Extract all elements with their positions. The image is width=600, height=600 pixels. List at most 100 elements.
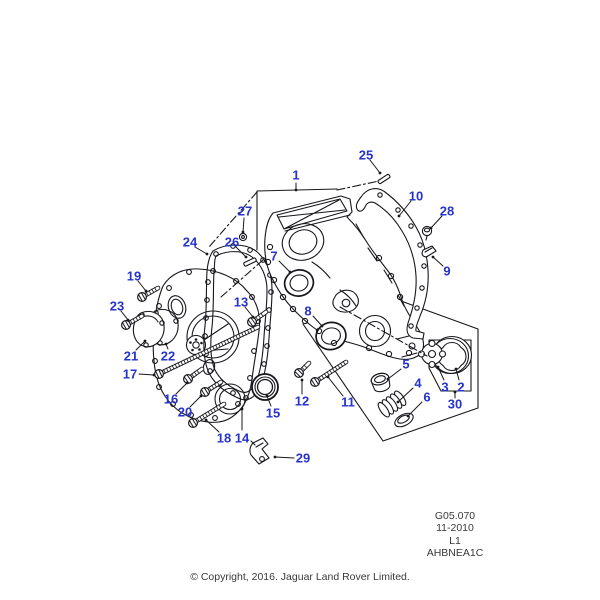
callout-16[interactable]: 16 bbox=[164, 392, 178, 407]
inner-rotor bbox=[417, 339, 447, 369]
valve-spring bbox=[377, 390, 407, 418]
callout-2[interactable]: 2 bbox=[457, 380, 464, 395]
callout-18[interactable]: 18 bbox=[217, 431, 231, 446]
leader-line-27 bbox=[242, 217, 245, 233]
callout-26[interactable]: 26 bbox=[225, 235, 239, 250]
grommet-28 bbox=[421, 225, 433, 241]
callout-14[interactable]: 14 bbox=[235, 431, 250, 446]
bolt-part-18 bbox=[188, 401, 227, 429]
drawing-sheet: L1 bbox=[449, 534, 461, 547]
bolt-part-20 bbox=[200, 379, 224, 398]
alignment-dashdot-left bbox=[208, 191, 258, 248]
aux-seal bbox=[315, 321, 347, 351]
alignment-dashdot-pump bbox=[339, 306, 428, 357]
camshaft-seal bbox=[283, 269, 315, 297]
drawing-reference-block: G05.070 11-2010 L1 AHBNEA1C bbox=[403, 510, 507, 560]
callout-22[interactable]: 22 bbox=[161, 349, 175, 364]
crank-seal-part bbox=[251, 373, 279, 401]
callout-30[interactable]: 30 bbox=[448, 397, 462, 412]
bolt-part-17 bbox=[154, 324, 261, 380]
callout-13[interactable]: 13 bbox=[234, 295, 248, 310]
callout-28[interactable]: 28 bbox=[440, 204, 454, 219]
leader-line-13 bbox=[244, 306, 254, 318]
leader-line-23 bbox=[120, 310, 129, 321]
callout-8[interactable]: 8 bbox=[304, 304, 311, 319]
crank-opening bbox=[214, 383, 246, 415]
oil-pump-rotors bbox=[417, 335, 473, 375]
drawing-number: G05.070 bbox=[434, 510, 476, 522]
leader-line-19 bbox=[137, 280, 147, 292]
leader-line-15 bbox=[266, 395, 272, 407]
leader-line-3 bbox=[437, 366, 445, 381]
callout-15[interactable]: 15 bbox=[266, 406, 280, 421]
callout-27[interactable]: 27 bbox=[238, 204, 252, 219]
leader-line-24 bbox=[194, 246, 208, 255]
callout-21[interactable]: 21 bbox=[124, 349, 138, 364]
leader-line-21 bbox=[135, 340, 146, 351]
oil-pump-bore bbox=[358, 314, 392, 348]
callout-25[interactable]: 25 bbox=[359, 148, 373, 163]
leader-line-28 bbox=[430, 215, 443, 229]
pressure-valve-plug bbox=[370, 372, 391, 393]
leader-line-25 bbox=[369, 159, 381, 174]
callout-5[interactable]: 5 bbox=[402, 357, 409, 372]
washer-27 bbox=[238, 232, 248, 242]
leader-line-26 bbox=[235, 246, 247, 258]
bolt-part-13 bbox=[247, 309, 269, 328]
alignment-dashdot-mid bbox=[220, 259, 264, 298]
dowel-pin-26 bbox=[243, 257, 257, 267]
leader-line-6 bbox=[407, 401, 423, 417]
leader-line-17 bbox=[138, 373, 155, 376]
callout-12[interactable]: 12 bbox=[295, 394, 309, 409]
copyright-notice: © Copyright, 2016. Jaguar Land Rover Lim… bbox=[190, 571, 410, 583]
leader-line-20 bbox=[189, 395, 202, 408]
leader-line-8 bbox=[312, 315, 323, 327]
cover-bolt-holes bbox=[264, 243, 413, 358]
bolts-layer bbox=[120, 285, 349, 429]
upper-opening bbox=[281, 223, 325, 261]
dowel-pin-25 bbox=[377, 173, 391, 185]
bolt-part-12 bbox=[294, 360, 312, 379]
drawing-date: 11-2010 bbox=[436, 522, 474, 535]
side-gasket-part bbox=[355, 188, 429, 340]
drawing-code: AHBNEA1C bbox=[426, 547, 484, 560]
clip-9 bbox=[421, 245, 437, 258]
leader-line-4 bbox=[397, 387, 414, 403]
leader-line-16 bbox=[175, 382, 188, 395]
callout-11[interactable]: 11 bbox=[341, 395, 355, 410]
callout-10[interactable]: 10 bbox=[409, 189, 423, 204]
leader-line-10 bbox=[398, 200, 412, 217]
callout-6[interactable]: 6 bbox=[423, 390, 430, 405]
pump-cavity bbox=[332, 289, 359, 313]
timing-cover-part bbox=[264, 195, 425, 360]
leader-line-18 bbox=[205, 419, 220, 433]
leader-line-11 bbox=[327, 376, 344, 397]
leader-line-29 bbox=[274, 456, 295, 459]
callout-17[interactable]: 17 bbox=[123, 367, 137, 382]
callout-24[interactable]: 24 bbox=[183, 235, 198, 250]
callout-3[interactable]: 3 bbox=[441, 380, 448, 395]
alignment-dashdot-top bbox=[336, 180, 380, 191]
callout-9[interactable]: 9 bbox=[443, 264, 450, 279]
callout-20[interactable]: 20 bbox=[178, 405, 192, 420]
bracket-29 bbox=[249, 437, 270, 465]
bolt-part-23 bbox=[120, 313, 145, 331]
leader-line-5 bbox=[387, 368, 402, 380]
lower-group-enclosure bbox=[302, 300, 479, 442]
callout-7[interactable]: 7 bbox=[270, 249, 277, 264]
bolt-part-19 bbox=[137, 285, 161, 303]
leader-line-9 bbox=[432, 256, 444, 267]
cover-upper-opening bbox=[167, 295, 187, 319]
callout-23[interactable]: 23 bbox=[110, 299, 124, 314]
bolt-part-11 bbox=[310, 359, 349, 388]
callout-19[interactable]: 19 bbox=[127, 269, 141, 284]
callout-29[interactable]: 29 bbox=[296, 451, 310, 466]
leader-line-2 bbox=[455, 368, 460, 381]
callout-1[interactable]: 1 bbox=[292, 168, 299, 183]
valve-plunger bbox=[394, 412, 414, 428]
callout-4[interactable]: 4 bbox=[414, 376, 422, 391]
top-flange bbox=[276, 198, 351, 232]
